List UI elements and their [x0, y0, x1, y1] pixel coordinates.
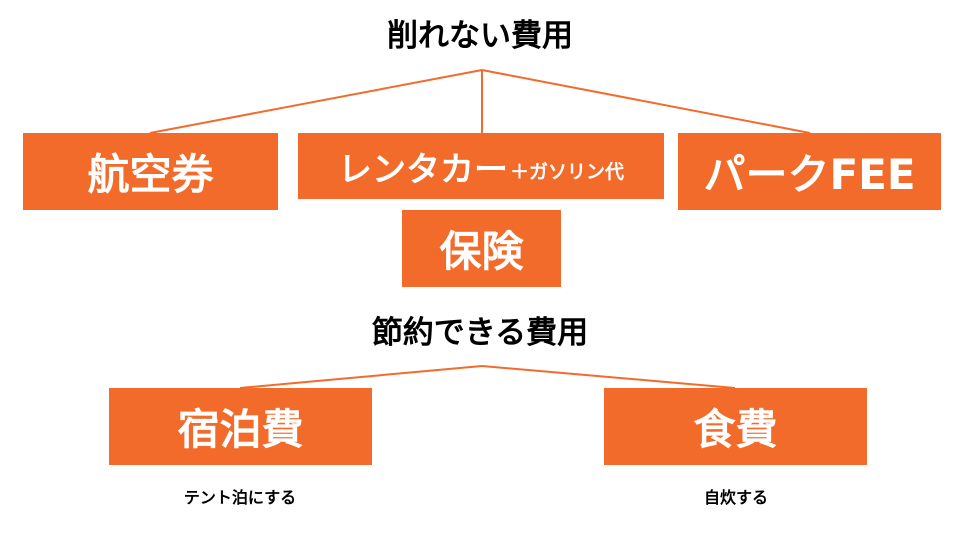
lodging-label: 宿泊費 — [177, 405, 304, 454]
lodging-note: テント泊にする — [183, 488, 297, 507]
connector-line-park-fee — [481, 69, 811, 134]
rental-car-suffix-label: ＋ガソリン代 — [509, 160, 624, 183]
savable-costs-heading: 節約できる費用 — [371, 315, 589, 351]
insurance-label: 保険 — [439, 227, 524, 276]
food-label: 食費 — [693, 405, 778, 454]
park-fee-box: パークFEE — [678, 133, 941, 210]
fixed-costs-heading: 削れない費用 — [387, 18, 573, 54]
rental-car-box: レンタカー＋ガソリン代 — [298, 133, 664, 199]
food-note: 自炊する — [703, 488, 768, 507]
insurance-box: 保険 — [402, 210, 561, 287]
park-fee-label: パークFEE — [703, 150, 916, 199]
food-box: 食費 — [604, 388, 867, 465]
connector-line-food — [481, 365, 736, 389]
airfare-box: 航空券 — [23, 133, 278, 210]
rental-car-label: レンタカー — [337, 149, 508, 190]
lodging-box: 宿泊費 — [109, 388, 372, 465]
connector-line-lodging — [239, 365, 483, 389]
connector-line-airfare — [149, 69, 483, 134]
airfare-label: 航空券 — [87, 150, 214, 199]
